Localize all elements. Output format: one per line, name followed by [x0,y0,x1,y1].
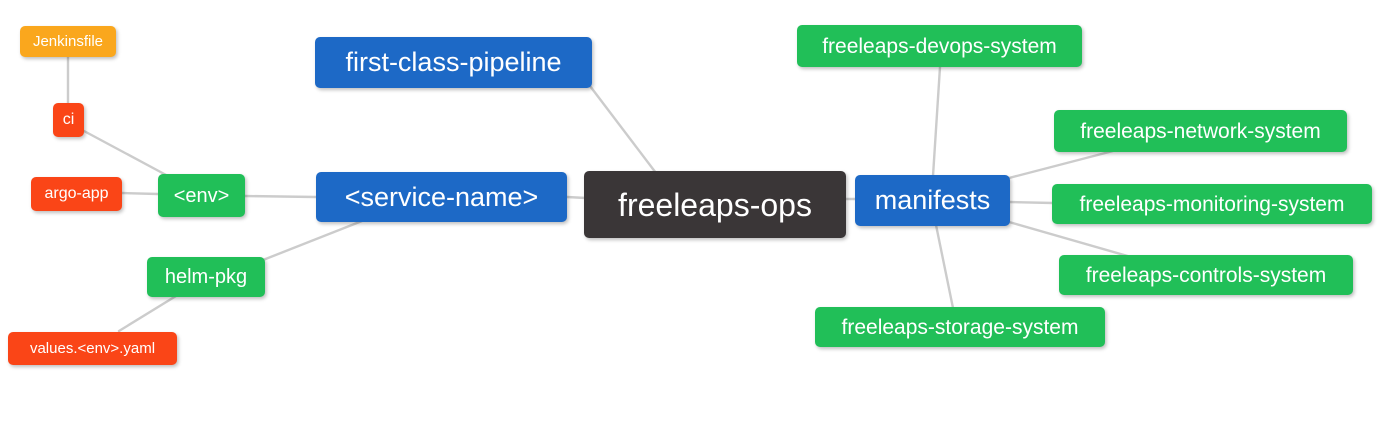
edge-manifests-to-freeleaps-controls-system [1007,220,1133,259]
mindmap-node-argo-app[interactable]: argo-app [31,177,122,211]
edge-manifests-to-freeleaps-network-system [1007,149,1115,180]
edge-manifests-to-freeleaps-monitoring-system [1007,200,1055,205]
mindmap-node-freeleaps-storage-system[interactable]: freeleaps-storage-system [815,307,1105,347]
edge-manifests-to-freeleaps-storage-system [934,223,955,310]
mindmap-node-freeleaps-ops[interactable]: freeleaps-ops [584,171,846,238]
edge-helm-pkg-to-service-name [261,219,364,262]
edge-manifests-to-freeleaps-devops-system [931,65,942,178]
mindmap-node-jenkinsfile[interactable]: Jenkinsfile [20,26,116,57]
mindmap-node-service-name[interactable]: <service-name> [316,172,567,222]
mindmap-node-freeleaps-controls-system[interactable]: freeleaps-controls-system [1059,255,1353,295]
mindmap-node-env[interactable]: <env> [158,174,245,217]
mindmap-node-ci[interactable]: ci [53,103,84,137]
edge-env-to-service-name [243,194,318,199]
edge-argo-app-to-env [120,191,160,196]
edge-ci-to-env [82,129,170,178]
edge-first-class-pipeline-to-freeleaps-ops [588,84,658,175]
edge-values-env-yaml-to-helm-pkg [117,294,178,333]
mindmap-node-freeleaps-network-system[interactable]: freeleaps-network-system [1054,110,1347,152]
mindmap-node-freeleaps-monitoring-system[interactable]: freeleaps-monitoring-system [1052,184,1372,224]
mindmap-node-freeleaps-devops-system[interactable]: freeleaps-devops-system [797,25,1082,67]
edge-service-name-to-freeleaps-ops [565,195,588,200]
mindmap-node-manifests[interactable]: manifests [855,175,1010,226]
mindmap-node-first-class-pipeline[interactable]: first-class-pipeline [315,37,592,88]
mindmap-node-helm-pkg[interactable]: helm-pkg [147,257,265,297]
mindmap-node-values-env-yaml[interactable]: values.<env>.yaml [8,332,177,365]
